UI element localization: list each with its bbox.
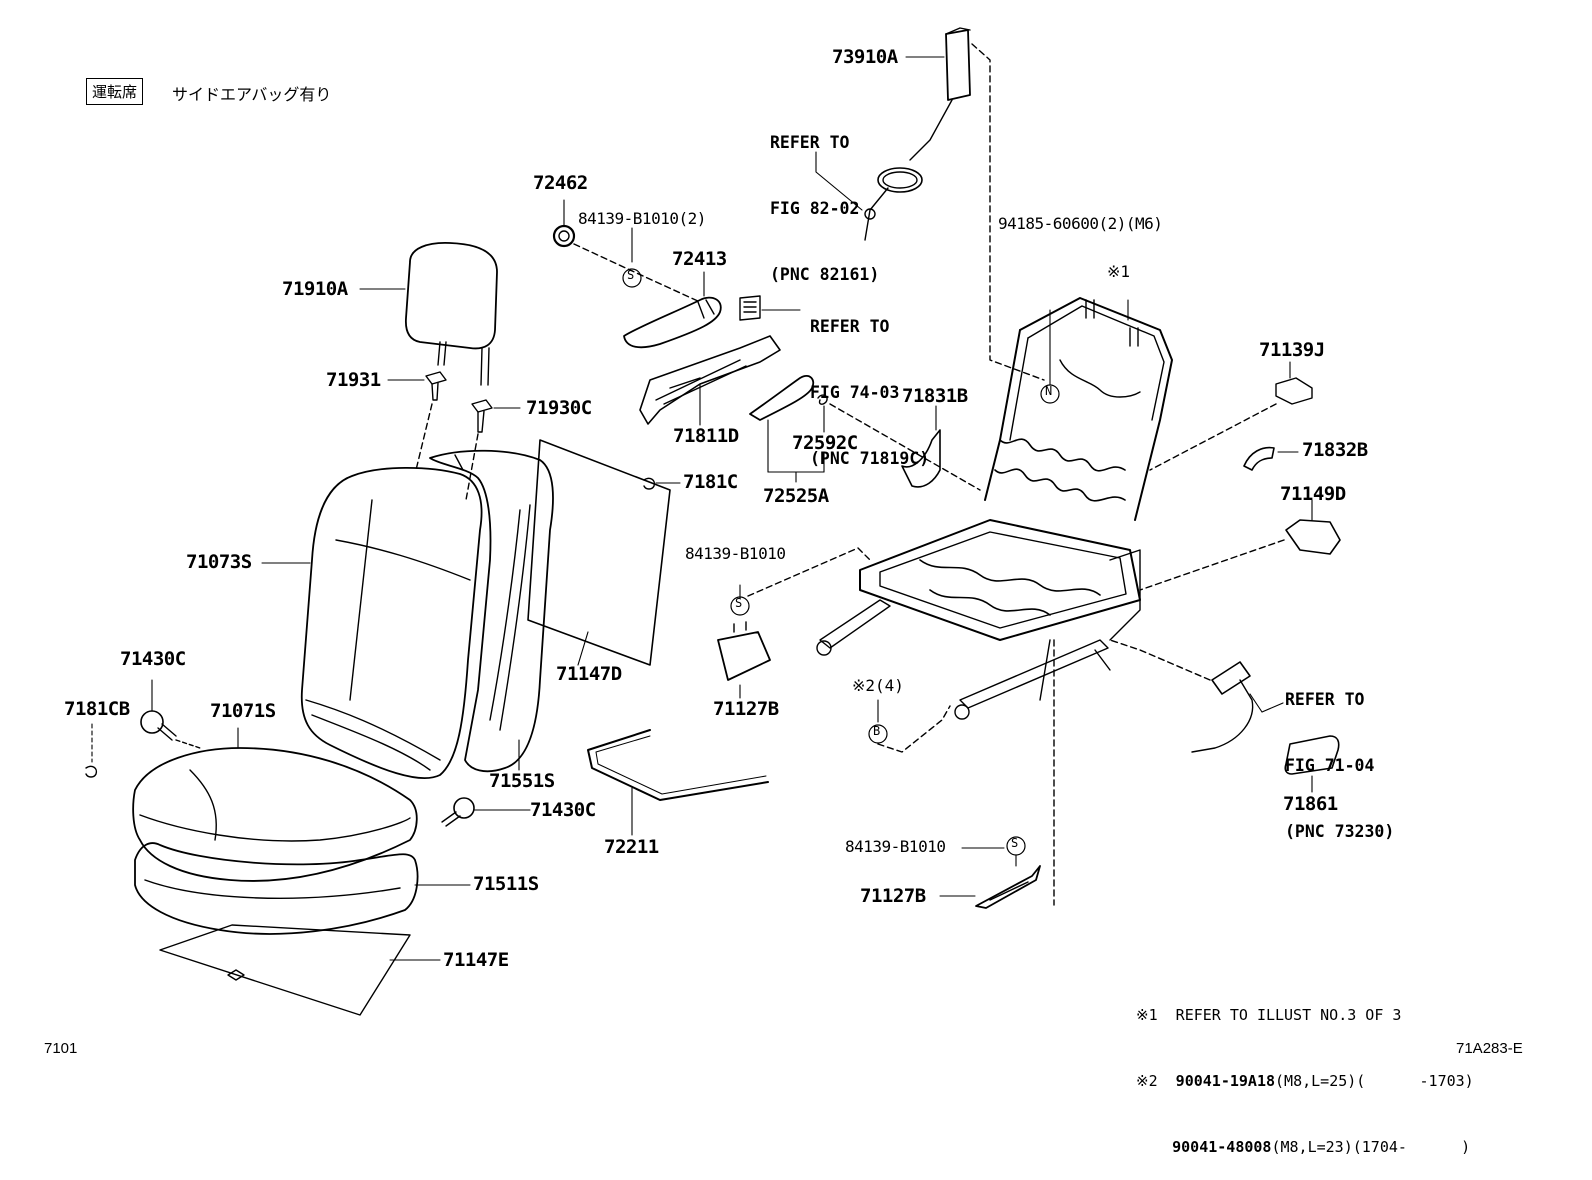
right-side-parts-drawing (1109, 361, 1341, 793)
seatback-pad-drawing (429, 449, 554, 773)
label-71430c-lower: 71430C (530, 799, 596, 821)
symbol-b: B (873, 724, 881, 738)
label-71861: 71861 (1283, 793, 1338, 815)
refer-line: (PNC 71819C) (810, 449, 930, 468)
refer-line: (PNC 73230) (1285, 822, 1395, 841)
headrest-support-clips (387, 371, 521, 501)
refer-line: REFER TO (770, 133, 850, 152)
footer-left-code: 7101 (44, 1040, 78, 1057)
symbol-markers (622, 268, 1060, 856)
side-airbag-note: サイドエアバッグ有り (172, 85, 332, 104)
label-71127b-upper: 71127B (713, 698, 779, 720)
label-84139-b1010-2: 84139-B1010(2) (578, 209, 706, 228)
label-7181cb: 7181CB (64, 698, 130, 720)
label-71811d: 71811D (673, 425, 739, 447)
label-94185-60600: 94185-60600(2)(M6) (998, 214, 1163, 233)
label-71831b: 71831B (902, 385, 968, 407)
label-73910a: 73910A (832, 46, 898, 68)
label-71149d: 71149D (1280, 483, 1346, 505)
label-84139-b1010-lower: 84139-B1010 (845, 837, 946, 856)
back-board-drawing (527, 439, 671, 666)
bracket-71127b-upper-drawing (717, 547, 871, 699)
seat-frame-drawing (816, 297, 1173, 906)
label-71551s: 71551S (489, 770, 555, 792)
bolt-note2-drawing (877, 699, 951, 753)
seat-assembly-diagram (85, 27, 1341, 1016)
clip-7181cb-drawing (85, 723, 98, 778)
label-71511s: 71511S (473, 873, 539, 895)
label-71931: 71931 (326, 369, 381, 391)
label-71071s: 71071S (210, 700, 276, 722)
refer-line: FIG 74-03 (810, 383, 900, 402)
note-2-prefix: ※2 (1136, 1072, 1176, 1090)
note-2-part: 90041-19A18 (1175, 1072, 1276, 1090)
driver-seat-box: 運転席 (86, 78, 144, 105)
seatback-cover-drawing (261, 466, 483, 779)
refer-line: (PNC 82161) (770, 265, 880, 284)
label-72525a: 72525A (763, 485, 829, 507)
note-2: ※2 90041-19A18(M8,L=25)( -1703) (1136, 1070, 1474, 1092)
label-71910a: 71910A (282, 278, 348, 300)
label-71147e: 71147E (443, 949, 509, 971)
refer-fig-74-03: REFER TO FIG 74-03 (PNC 71819C) (810, 272, 929, 492)
note-3-spec: (M8,L=23)(1704- ) (1271, 1138, 1471, 1156)
label-71127b-lower: 71127B (860, 885, 926, 907)
side-airbag-drawing (815, 27, 1045, 381)
label-71147d: 71147D (556, 663, 622, 685)
notes-block: ※1 REFER TO ILLUST NO.3 OF 3 ※2 90041-19… (1136, 960, 1474, 1180)
clip-7181c-drawing (643, 477, 681, 490)
refer-line: FIG 71-04 (1285, 756, 1375, 775)
label-71139j: 71139J (1259, 339, 1325, 361)
symbol-s-1: S (627, 268, 635, 282)
symbol-s-3: S (1011, 836, 1019, 850)
label-71073s: 71073S (186, 551, 252, 573)
symbol-n: N (1045, 384, 1053, 398)
label-7181c: 7181C (683, 471, 738, 493)
label-note-mark-1: ※1 (1107, 262, 1131, 281)
note-3-indent (1136, 1138, 1172, 1156)
wire-72211-drawing (587, 729, 769, 836)
screw-71430c-drawing (140, 679, 531, 827)
lever-drawing (749, 375, 981, 491)
refer-fig-82-02: REFER TO FIG 82-02 (PNC 82161) (770, 88, 879, 308)
footer-right-code: 71A283-E (1456, 1040, 1523, 1057)
note-3-part: 90041-48008 (1172, 1138, 1272, 1156)
symbol-s-2: S (735, 596, 743, 610)
label-72462: 72462 (533, 172, 588, 194)
label-71430c-upper: 71430C (120, 648, 186, 670)
label-72211: 72211 (604, 836, 659, 858)
refer-fig-71-04: REFER TO FIG 71-04 (PNC 73230) (1285, 645, 1394, 865)
note-3: 90041-48008(M8,L=23)(1704- ) (1136, 1136, 1474, 1158)
note-1: ※1 REFER TO ILLUST NO.3 OF 3 (1136, 1006, 1402, 1024)
label-71832b: 71832B (1302, 439, 1368, 461)
cover-71831b-drawing (901, 405, 941, 488)
label-72592c: 72592C (792, 432, 858, 454)
label-84139-b1010-upper: 84139-B1010 (685, 544, 786, 563)
refer-line: REFER TO (810, 317, 890, 336)
cushion-pad-drawing (159, 924, 441, 1016)
recliner-parts-drawing (552, 199, 801, 426)
headrest-drawing (359, 242, 498, 386)
refer-line: FIG 82-02 (770, 199, 860, 218)
refer-line: REFER TO (1285, 690, 1365, 709)
note-2-spec: (M8,L=25)( -1703) (1275, 1072, 1474, 1090)
label-71930c: 71930C (526, 397, 592, 419)
seat-cushion-drawing (132, 727, 471, 935)
label-72413: 72413 (672, 248, 727, 270)
bracket-71127b-lower-drawing (939, 847, 1041, 909)
label-note-mark-2: ※2(4) (852, 676, 904, 695)
